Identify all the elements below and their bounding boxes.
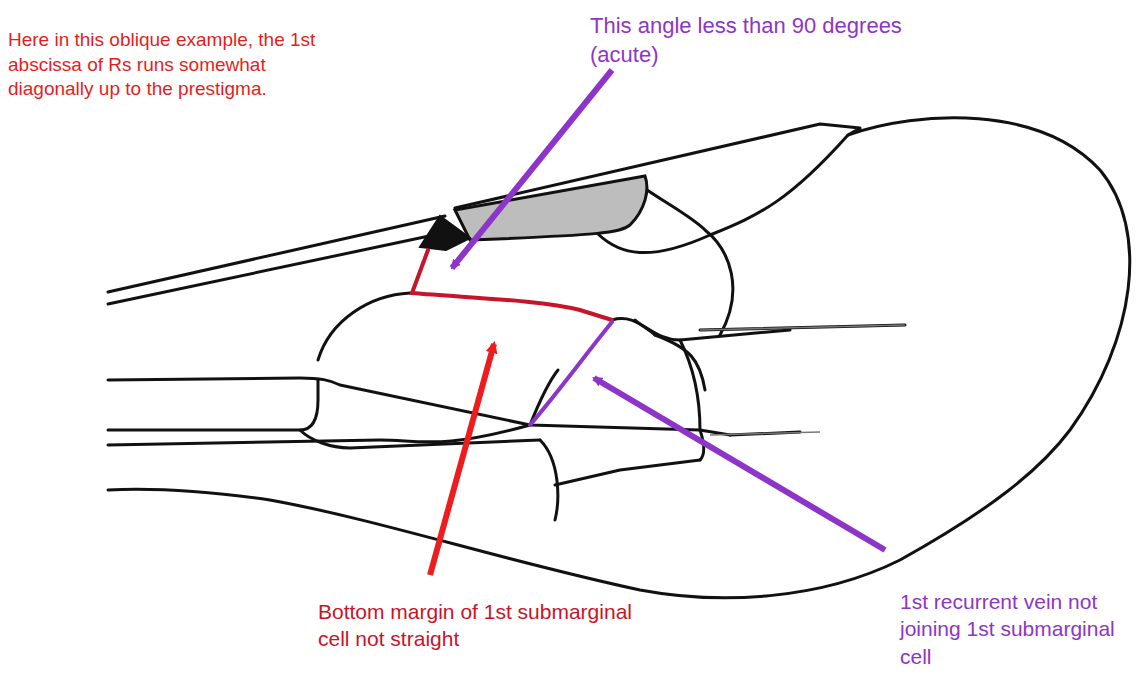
recurrent-callout: 1st recurrent vein not joining 1st subma… bbox=[900, 588, 1132, 670]
note-text: Here in this oblique example, the 1st ab… bbox=[8, 28, 328, 102]
margin-callout: Bottom margin of 1st submarginal cell no… bbox=[318, 598, 648, 653]
angle-callout: This angle less than 90 degrees (acute) bbox=[590, 12, 920, 69]
